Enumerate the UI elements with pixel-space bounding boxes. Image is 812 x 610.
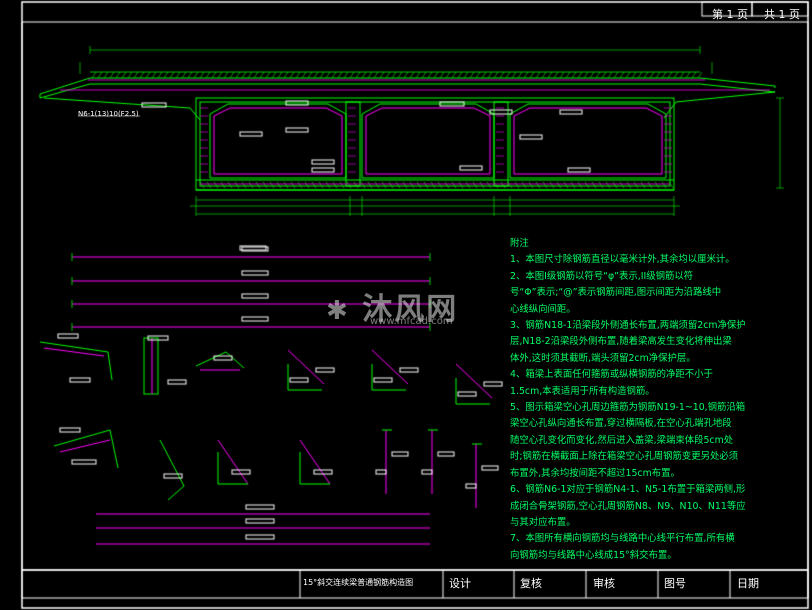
note-line: 4、箱梁上表面任何箍筋或纵横钢筋的净距不小于 <box>510 369 713 381</box>
review-label: 复核 <box>520 577 542 590</box>
note-line: 时;钢筋在横截面上除在箱梁空心孔周钢筋变更另处必须 <box>510 451 739 463</box>
note-line: 5、图示箱梁空心孔周边箍筋为钢筋N19-1~10,钢筋沿箱 <box>510 402 746 414</box>
watermark-url: www.mfcad.com <box>370 316 453 327</box>
note-line: 7、本图所有横向钢筋均与线路中心线平行布置,所有横 <box>510 533 735 545</box>
note-line: 号“Φ”表示;“@”表示钢筋间距,图示间距为沿路线中 <box>510 287 722 299</box>
notes-title: 附注 <box>510 238 529 249</box>
note-line: 层,N18-2沿梁段外侧布置,随着梁高发生变化将伸出梁 <box>510 336 732 348</box>
design-label: 设计 <box>449 577 471 590</box>
note-line: 心线纵向间距。 <box>510 303 576 315</box>
watermark-logo-icon: ✱ <box>326 296 350 326</box>
note-line: 与其对应布置。 <box>510 516 576 528</box>
page-number-label: 第 1 页 <box>712 8 748 21</box>
watermark-brand: ✱ 沐风网 <box>326 292 459 327</box>
total-pages-label: 共 1 页 <box>764 8 800 21</box>
drawing-number-label: 图号 <box>664 577 686 590</box>
check-label: 审核 <box>593 577 615 590</box>
note-line: 2、本图I级钢筋以符号“φ”表示,II级钢筋以符 <box>510 270 694 282</box>
note-line: 向钢筋均与线路中心线成15°斜交布置。 <box>510 549 677 561</box>
drawing-title: 15°斜交连续梁普通钢筋构造图 <box>303 578 414 587</box>
note-line: 1、本图尺寸除钢筋直径以毫米计外,其余均以厘米计。 <box>510 254 735 266</box>
note-line: 成闭合骨架钢筋,空心孔周钢筋N8、N9、N10、N11等应 <box>510 500 746 512</box>
note-line: 梁空心孔纵向通长布置,穿过横隔板,在空心孔端孔地段 <box>510 418 732 430</box>
note-line: 6、钢筋N6-1对应于钢筋N4-1、N5-1布置于箱梁两侧,形 <box>510 484 746 496</box>
note-line: 体外,这时须其截断,端头须留2cm净保护层。 <box>510 352 696 364</box>
note-line: 随空心孔变化而变化,然后进入盖梁,梁端束体段5cm处 <box>510 434 734 446</box>
note-line: 3、钢筋N18-1沿梁段外侧通长布置,两端须留2cm净保护 <box>510 320 746 332</box>
notes-block: 附注 1、本图尺寸除钢筋直径以毫米计外,其余均以厘米计。 2、本图I级钢筋以符号… <box>510 236 800 564</box>
section-side-label: N6-1(13)10(F2.5) <box>78 110 139 118</box>
note-line: 1.5cm,本表适用于所有构造钢筋。 <box>510 385 655 397</box>
date-label: 日期 <box>737 577 759 590</box>
note-line: 布置外,其余均按间距不超过15cm布置。 <box>510 467 680 479</box>
